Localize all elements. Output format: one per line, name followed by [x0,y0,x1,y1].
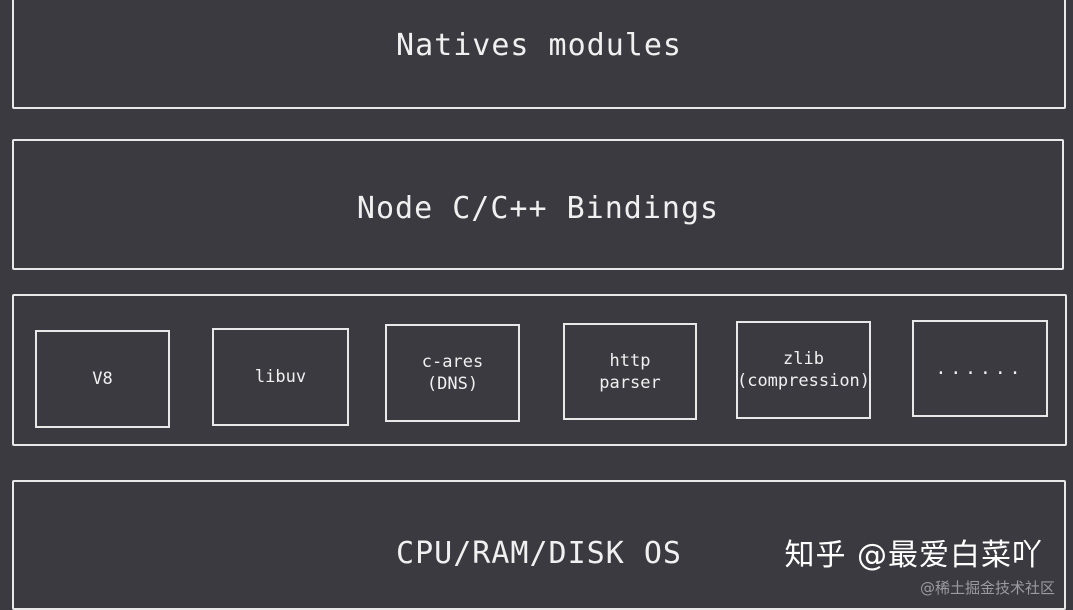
dependency-libuv-label: libuv [254,367,307,387]
natives-modules-label: Natives modules [396,28,682,63]
dependency-http-parser: http parser [563,323,697,420]
bindings-label: Node C/C++ Bindings [356,191,720,226]
dependency-more-label: ...... [935,357,1025,379]
bindings-layer: Node C/C++ Bindings [12,139,1064,270]
dependency-more: ...... [912,320,1048,417]
dependency-libuv: libuv [212,328,349,426]
os-label: CPU/RAM/DISK OS [396,536,682,571]
watermark-secondary: @稀土掘金技术社区 [919,579,1055,597]
dependency-http-parser-label: http parser [599,350,661,393]
dependency-v8-label: V8 [92,369,113,389]
dependency-v8: V8 [35,330,170,428]
dependency-c-ares-label: c-ares (DNS) [421,352,484,394]
dependency-zlib-label: zlib (compression) [736,349,871,391]
natives-modules-layer: Natives modules [12,0,1066,109]
dependencies-layer [12,294,1067,446]
watermark-primary: 知乎 @最爱白菜吖 [784,538,1043,573]
dependency-c-ares: c-ares (DNS) [385,324,520,422]
dependency-zlib: zlib (compression) [736,321,871,419]
